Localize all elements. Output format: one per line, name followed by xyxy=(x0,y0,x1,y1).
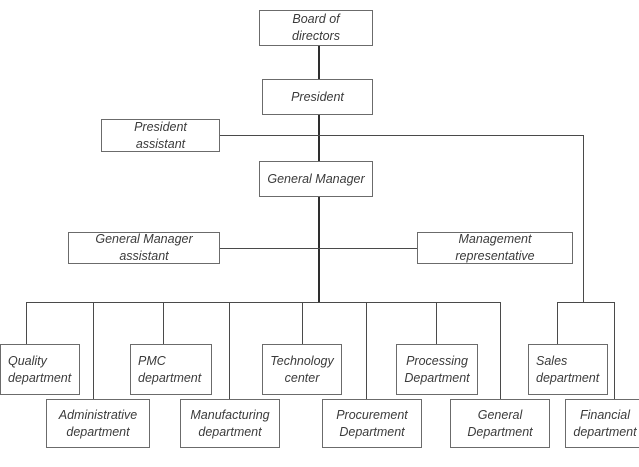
org-node-board-of-directors[interactable]: Board of directors xyxy=(259,10,373,46)
org-node-general-manager-assistant[interactable]: General Manager assistant xyxy=(68,232,220,264)
connector-gm-trunk xyxy=(318,197,320,303)
connector-right-bus-drop-sales xyxy=(557,302,558,344)
org-node-label-president-assistant: President assistant xyxy=(134,119,187,151)
connector-bus-drop-technology xyxy=(302,302,303,344)
connector-right-bus xyxy=(557,302,614,303)
org-node-general-manager[interactable]: General Manager xyxy=(259,161,373,197)
org-node-management-representative[interactable]: Management representative xyxy=(417,232,573,264)
org-node-label-sales-department: Sales department xyxy=(536,353,600,385)
org-node-label-manufacturing-department: Manufacturing department xyxy=(190,407,270,439)
connector-right-bus-drop-financial xyxy=(614,302,615,399)
org-node-general-department[interactable]: General Department xyxy=(450,399,550,448)
org-node-label-general-department: General Department xyxy=(467,407,533,439)
connector-bus-drop-administrative xyxy=(93,302,94,399)
connector-bus-drop-processing xyxy=(436,302,437,344)
org-node-label-procurement-department: Procurement Department xyxy=(336,407,408,439)
org-node-sales-department[interactable]: Sales department xyxy=(528,344,608,395)
org-node-label-general-manager-assistant: General Manager assistant xyxy=(95,232,193,263)
org-node-administrative-department[interactable]: Administrative department xyxy=(46,399,150,448)
org-node-label-technology-center: Technology center xyxy=(270,353,334,385)
connector-gma-to-trunk xyxy=(220,248,319,249)
connector-president-to-gm xyxy=(318,115,320,161)
connector-trunk-to-mgmt-rep xyxy=(318,248,417,249)
org-node-manufacturing-department[interactable]: Manufacturing department xyxy=(180,399,280,448)
connector-bus-drop-procurement xyxy=(366,302,367,399)
org-node-label-management-representative: Management representative xyxy=(455,232,535,263)
connector-bus-drop-quality xyxy=(26,302,27,344)
connector-bus-drop-manufacturing xyxy=(229,302,230,399)
org-node-label-president: President xyxy=(291,89,344,104)
org-node-president[interactable]: President xyxy=(262,79,373,115)
org-node-label-pmc-department: PMC department xyxy=(138,353,202,385)
org-node-label-general-manager: General Manager xyxy=(267,171,365,186)
org-node-pmc-department[interactable]: PMC department xyxy=(130,344,212,395)
org-node-label-quality-department: Quality department xyxy=(8,353,72,385)
connector-bus-drop-pmc xyxy=(163,302,164,344)
org-node-technology-center[interactable]: Technology center xyxy=(262,344,342,395)
org-node-label-financial-department: Financial department xyxy=(573,407,637,439)
org-node-label-administrative-department: Administrative department xyxy=(58,407,138,439)
connector-main-bus xyxy=(26,302,501,303)
org-node-financial-department[interactable]: Financial department xyxy=(565,399,639,448)
connector-board-to-president xyxy=(318,46,320,79)
org-node-procurement-department[interactable]: Procurement Department xyxy=(322,399,422,448)
org-node-label-board-of-directors: Board of directors xyxy=(292,12,340,43)
org-node-label-processing-department: Processing Department xyxy=(404,353,470,385)
connector-bus-drop-general xyxy=(500,302,501,399)
connector-president-assistant-run xyxy=(220,135,583,136)
org-node-processing-department[interactable]: Processing Department xyxy=(396,344,478,395)
org-node-quality-department[interactable]: Quality department xyxy=(0,344,80,395)
org-node-president-assistant[interactable]: President assistant xyxy=(101,119,220,152)
connector-president-assistant-drop xyxy=(583,135,584,302)
